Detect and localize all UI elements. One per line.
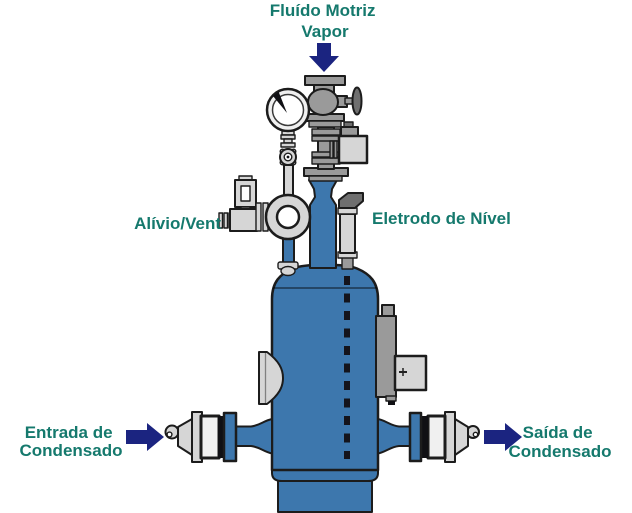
pressure-gauge bbox=[265, 87, 311, 133]
steam-inlet-neck bbox=[308, 179, 338, 269]
instrument-assembly bbox=[218, 87, 312, 277]
blue-flange bbox=[408, 411, 423, 463]
pipe-end-hole bbox=[472, 431, 479, 438]
bracket-foot bbox=[385, 395, 397, 402]
coupler-rib bbox=[329, 140, 334, 159]
reducer-cone bbox=[177, 418, 193, 456]
inlet-arrow-icon bbox=[126, 423, 164, 451]
steam-inlet-assembly bbox=[303, 75, 369, 269]
coupler-rib bbox=[333, 140, 338, 159]
steam-isolation-globe-valve bbox=[304, 75, 363, 128]
flange bbox=[255, 202, 262, 232]
condensate-vessel bbox=[270, 263, 380, 513]
vessel-shell bbox=[270, 263, 380, 472]
actuator-body bbox=[337, 134, 369, 165]
gauge-line bbox=[279, 130, 297, 198]
label-outlet-line1: Saída de bbox=[523, 423, 593, 442]
reducer-cone bbox=[454, 418, 469, 456]
manway-dome bbox=[258, 351, 284, 405]
label-outlet-line2: Condensado bbox=[509, 442, 612, 461]
level-controller-bracket bbox=[375, 304, 428, 405]
outlet-arrow-icon bbox=[484, 423, 522, 451]
manway-cover bbox=[258, 351, 284, 405]
label-motive-fluid: Fluído Motriz Vapor bbox=[270, 1, 381, 41]
pipe-end-hole bbox=[166, 431, 173, 438]
label-condensate-outlet: Saída de Condensado bbox=[509, 423, 612, 461]
vessel-skirt bbox=[277, 480, 373, 513]
nipple-rib bbox=[223, 212, 229, 229]
cartridge-window bbox=[240, 185, 251, 202]
gauge-isolation-valve bbox=[279, 148, 297, 166]
bracket-foot bbox=[388, 401, 395, 405]
bracket-plate bbox=[375, 315, 397, 398]
blue-flange bbox=[222, 411, 238, 463]
vessel-bottom-head bbox=[271, 469, 379, 482]
gauge-pipe bbox=[283, 164, 294, 198]
label-inlet-line1: Entrada de bbox=[25, 423, 113, 442]
motive-valve-actuator bbox=[329, 121, 369, 165]
thread bbox=[280, 142, 296, 148]
siphon-hole bbox=[275, 204, 301, 230]
label-motive-fluid-line1: Fluído Motriz bbox=[270, 1, 376, 20]
flange bbox=[308, 120, 342, 128]
wheel-pin bbox=[286, 155, 290, 159]
vent-valve-body bbox=[229, 208, 258, 232]
gasket bbox=[218, 416, 225, 458]
flange bbox=[308, 175, 343, 182]
inlet-check-valve bbox=[164, 411, 273, 463]
electrode-head bbox=[338, 192, 364, 209]
flange bbox=[311, 135, 341, 142]
label-vent: Alívio/Vent bbox=[134, 214, 221, 233]
handwheel-icon bbox=[351, 86, 363, 116]
level-electrode bbox=[337, 192, 364, 270]
valve-body bbox=[307, 88, 339, 116]
vent-relief-valve bbox=[218, 175, 269, 232]
riser-fitting bbox=[280, 265, 296, 277]
gauge-needle bbox=[273, 91, 287, 113]
check-valve-body bbox=[426, 414, 447, 460]
actuator-top bbox=[340, 126, 359, 137]
label-inlet-line2: Condensado bbox=[20, 441, 123, 460]
top-flange bbox=[304, 75, 346, 86]
label-motive-fluid-line2: Vapor bbox=[301, 22, 349, 41]
siphon-loop bbox=[264, 193, 312, 241]
label-condensate-inlet: Entrada de Condensado bbox=[20, 423, 123, 460]
flange bbox=[311, 128, 341, 136]
label-level-electrode: Eletrodo de Nível bbox=[372, 209, 511, 228]
flange bbox=[311, 157, 341, 165]
steam-down-arrow-icon bbox=[309, 43, 339, 72]
gasket bbox=[421, 416, 428, 458]
electrode-body bbox=[339, 213, 356, 254]
nipple-rib bbox=[218, 212, 224, 229]
outlet-check-valve bbox=[377, 411, 480, 463]
check-valve-body bbox=[199, 414, 221, 460]
